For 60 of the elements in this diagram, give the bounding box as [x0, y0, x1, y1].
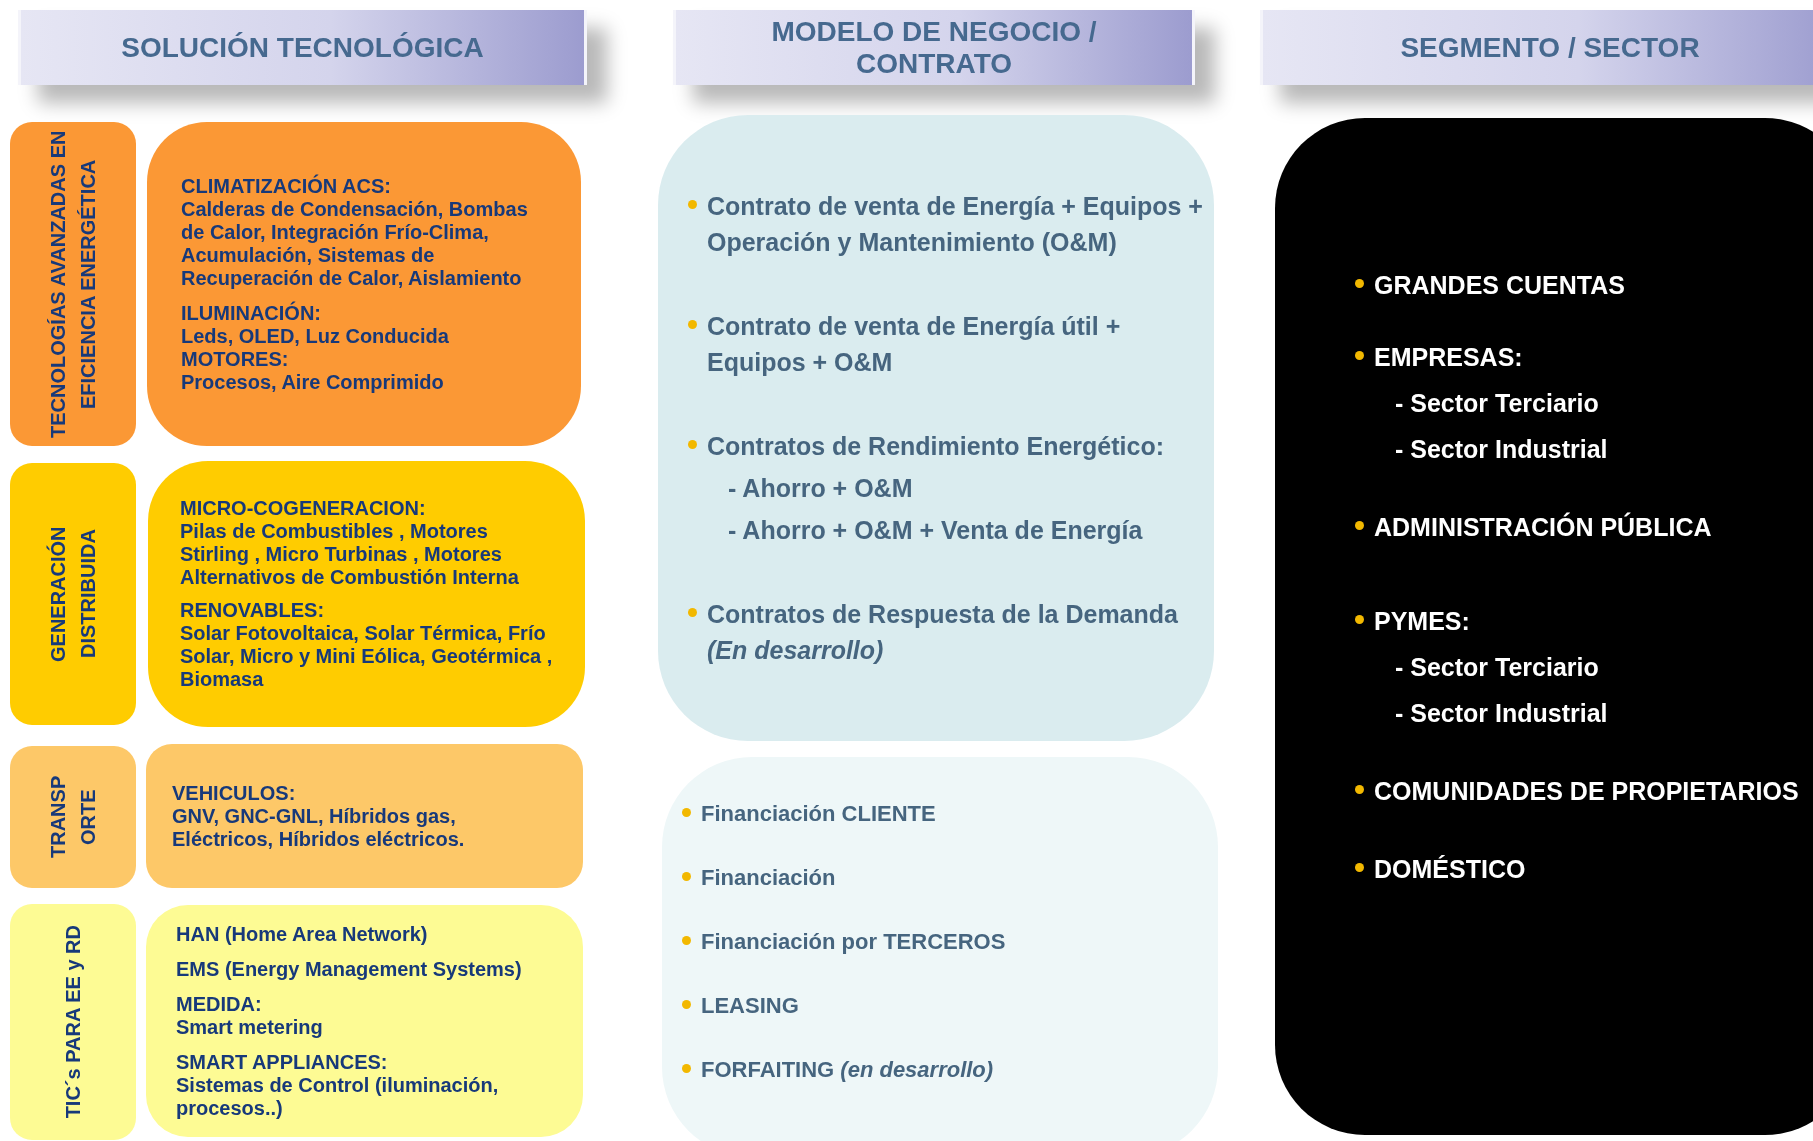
category-tab	[10, 746, 136, 888]
item-text: Smart metering	[176, 1015, 324, 1039]
item-text: Sistemas de Control (iluminación, procesos..)	[176, 1073, 500, 1120]
list-item-text: GRANDES CUENTAS	[1374, 269, 1625, 301]
list-item-text: Contrato de venta de Energía útil + Equipos + O&M	[707, 311, 1122, 378]
content-panel	[147, 122, 581, 446]
item-text: CLIMATIZACIÓN ACS:	[181, 174, 392, 198]
list-item-text: LEASING	[701, 992, 799, 1020]
item-text: EMS (Energy Management Systems)	[176, 957, 523, 981]
content-panel	[146, 905, 583, 1137]
category-tab	[10, 463, 136, 725]
item-text: SMART APPLIANCES:	[176, 1050, 389, 1074]
column-heading: SEGMENTO / SECTOR	[1400, 31, 1700, 64]
item-text: VEHICULOS:	[172, 781, 297, 805]
heading-banner	[18, 10, 587, 85]
list-item-text: COMUNIDADES DE PROPIETARIOS	[1374, 775, 1799, 807]
item-text: ILUMINACIÓN:	[181, 301, 322, 325]
segment-panel	[1275, 118, 1813, 1135]
item-text: MEDIDA:	[176, 992, 263, 1016]
item-text: GNV, GNC-GNL, Híbridos gas, Eléctricos, Híbridos eléctricos.	[172, 804, 466, 851]
financing-panel	[662, 757, 1218, 1141]
item-text: Calderas de Condensación, Bombas de Calor, Integración Frío-Clima, Acumulación, Sistemas de Recuperación de Calor, Aislamiento	[181, 197, 529, 290]
list-item-text: - Ahorro + O&M + Venta de Energía	[728, 515, 1143, 546]
category-label: TIC´s PARA EE y RD	[61, 925, 85, 1119]
list-item-text: PYMES:	[1374, 605, 1470, 637]
list-item-text: FORFAITING (en desarrollo)	[701, 1056, 994, 1084]
category-tab	[10, 904, 136, 1140]
list-item-text: - Sector Industrial	[1395, 433, 1608, 465]
item-text: Solar Fotovoltaica, Solar Térmica, Frío Solar, Micro y Mini Eólica, Geotérmica , Biomasa	[180, 622, 554, 691]
column-heading: SOLUCIÓN TECNOLÓGICA	[121, 31, 484, 64]
item-text: MICRO-COGENERACION:	[180, 497, 427, 520]
category-label: TECNOLOGÍAS AVANZADAS EN EFICIENCIA ENERGÉTICA	[46, 129, 100, 440]
list-item-text: DOMÉSTICO	[1374, 853, 1526, 885]
category-tab	[10, 122, 136, 446]
column-heading: MODELO DE NEGOCIO / CONTRATO	[770, 15, 1098, 80]
category-label: GENERACIÓN DISTRIBUIDA	[45, 525, 100, 664]
item-text: Procesos, Aire Comprimido	[181, 370, 445, 394]
list-item-text: - Sector Terciario	[1395, 651, 1599, 683]
content-panel	[148, 461, 585, 727]
list-item-text: ADMINISTRACIÓN PÚBLICA	[1374, 511, 1712, 543]
item-text: MOTORES:	[181, 347, 290, 371]
list-item-text: - Sector Industrial	[1395, 697, 1608, 729]
item-text: RENOVABLES:	[180, 599, 326, 622]
list-item-text: Contrato de venta de Energía + Equipos + Operación y Mantenimiento (O&M)	[707, 191, 1204, 258]
list-item-text: EMPRESAS:	[1374, 341, 1523, 373]
list-item-text: Financiación CLIENTE	[701, 800, 936, 828]
heading-banner	[673, 10, 1195, 85]
content-panel	[146, 744, 583, 888]
item-text: Pilas de Combustibles , Motores Stirling , Micro Turbinas , Motores Alternativos de Combustión Interna	[180, 520, 520, 589]
list-item-text: Contratos de Respuesta de la Demanda (En desarrollo)	[707, 599, 1179, 666]
contract-panel	[658, 115, 1214, 741]
list-item-text: - Ahorro + O&M	[728, 473, 913, 504]
list-item-text: Financiación	[701, 864, 836, 892]
list-item-text: - Sector Terciario	[1395, 387, 1599, 419]
category-label: TRANSP ORTE	[46, 774, 100, 861]
item-text: Leds, OLED, Luz Conducida	[181, 324, 450, 348]
heading-banner	[1260, 10, 1813, 85]
list-item-text: Contratos de Rendimiento Energético:	[707, 431, 1164, 462]
item-text: HAN (Home Area Network)	[176, 922, 429, 946]
list-item-text: Financiación por TERCEROS	[701, 928, 1006, 956]
